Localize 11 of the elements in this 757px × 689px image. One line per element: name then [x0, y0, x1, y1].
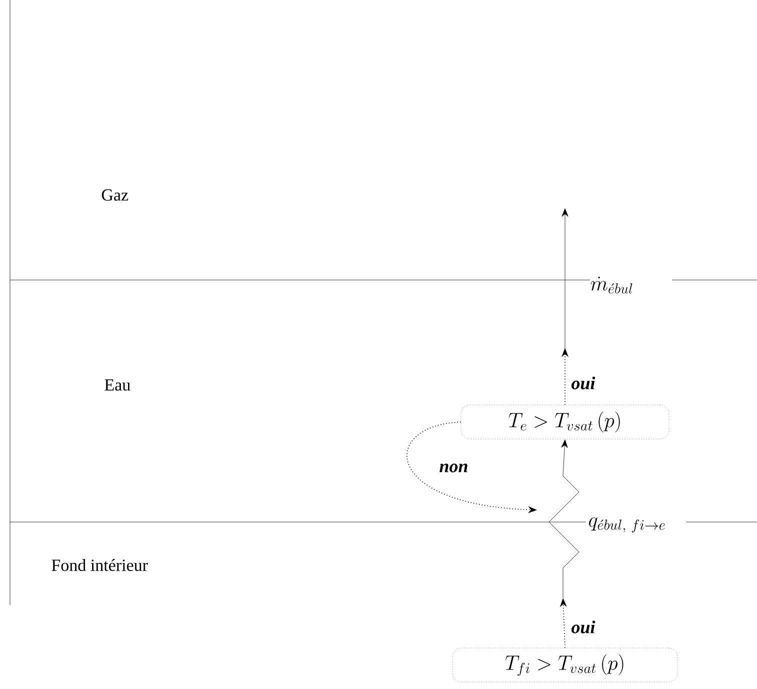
region-label: Fond intérieur: [52, 559, 148, 571]
condition-box: $T_e > T_{vsat}\,(p)$: [460, 404, 670, 440]
arrow: [548, 440, 580, 598]
edge-label: oui: [572, 376, 596, 390]
region-label: Gaz: [102, 189, 128, 201]
condition-box: $T_{fi} > T_{vsat}\,(p)$: [452, 648, 678, 682]
quantity-label: $\dot{m}_{\acute{e}bul}$: [590, 276, 632, 294]
edge-label: oui: [572, 620, 596, 634]
quantity-label: $q_{\acute{e}bul,\ fi\to e}$: [589, 517, 665, 533]
edge-label: non: [440, 464, 468, 472]
region-label: Eau: [104, 379, 130, 391]
